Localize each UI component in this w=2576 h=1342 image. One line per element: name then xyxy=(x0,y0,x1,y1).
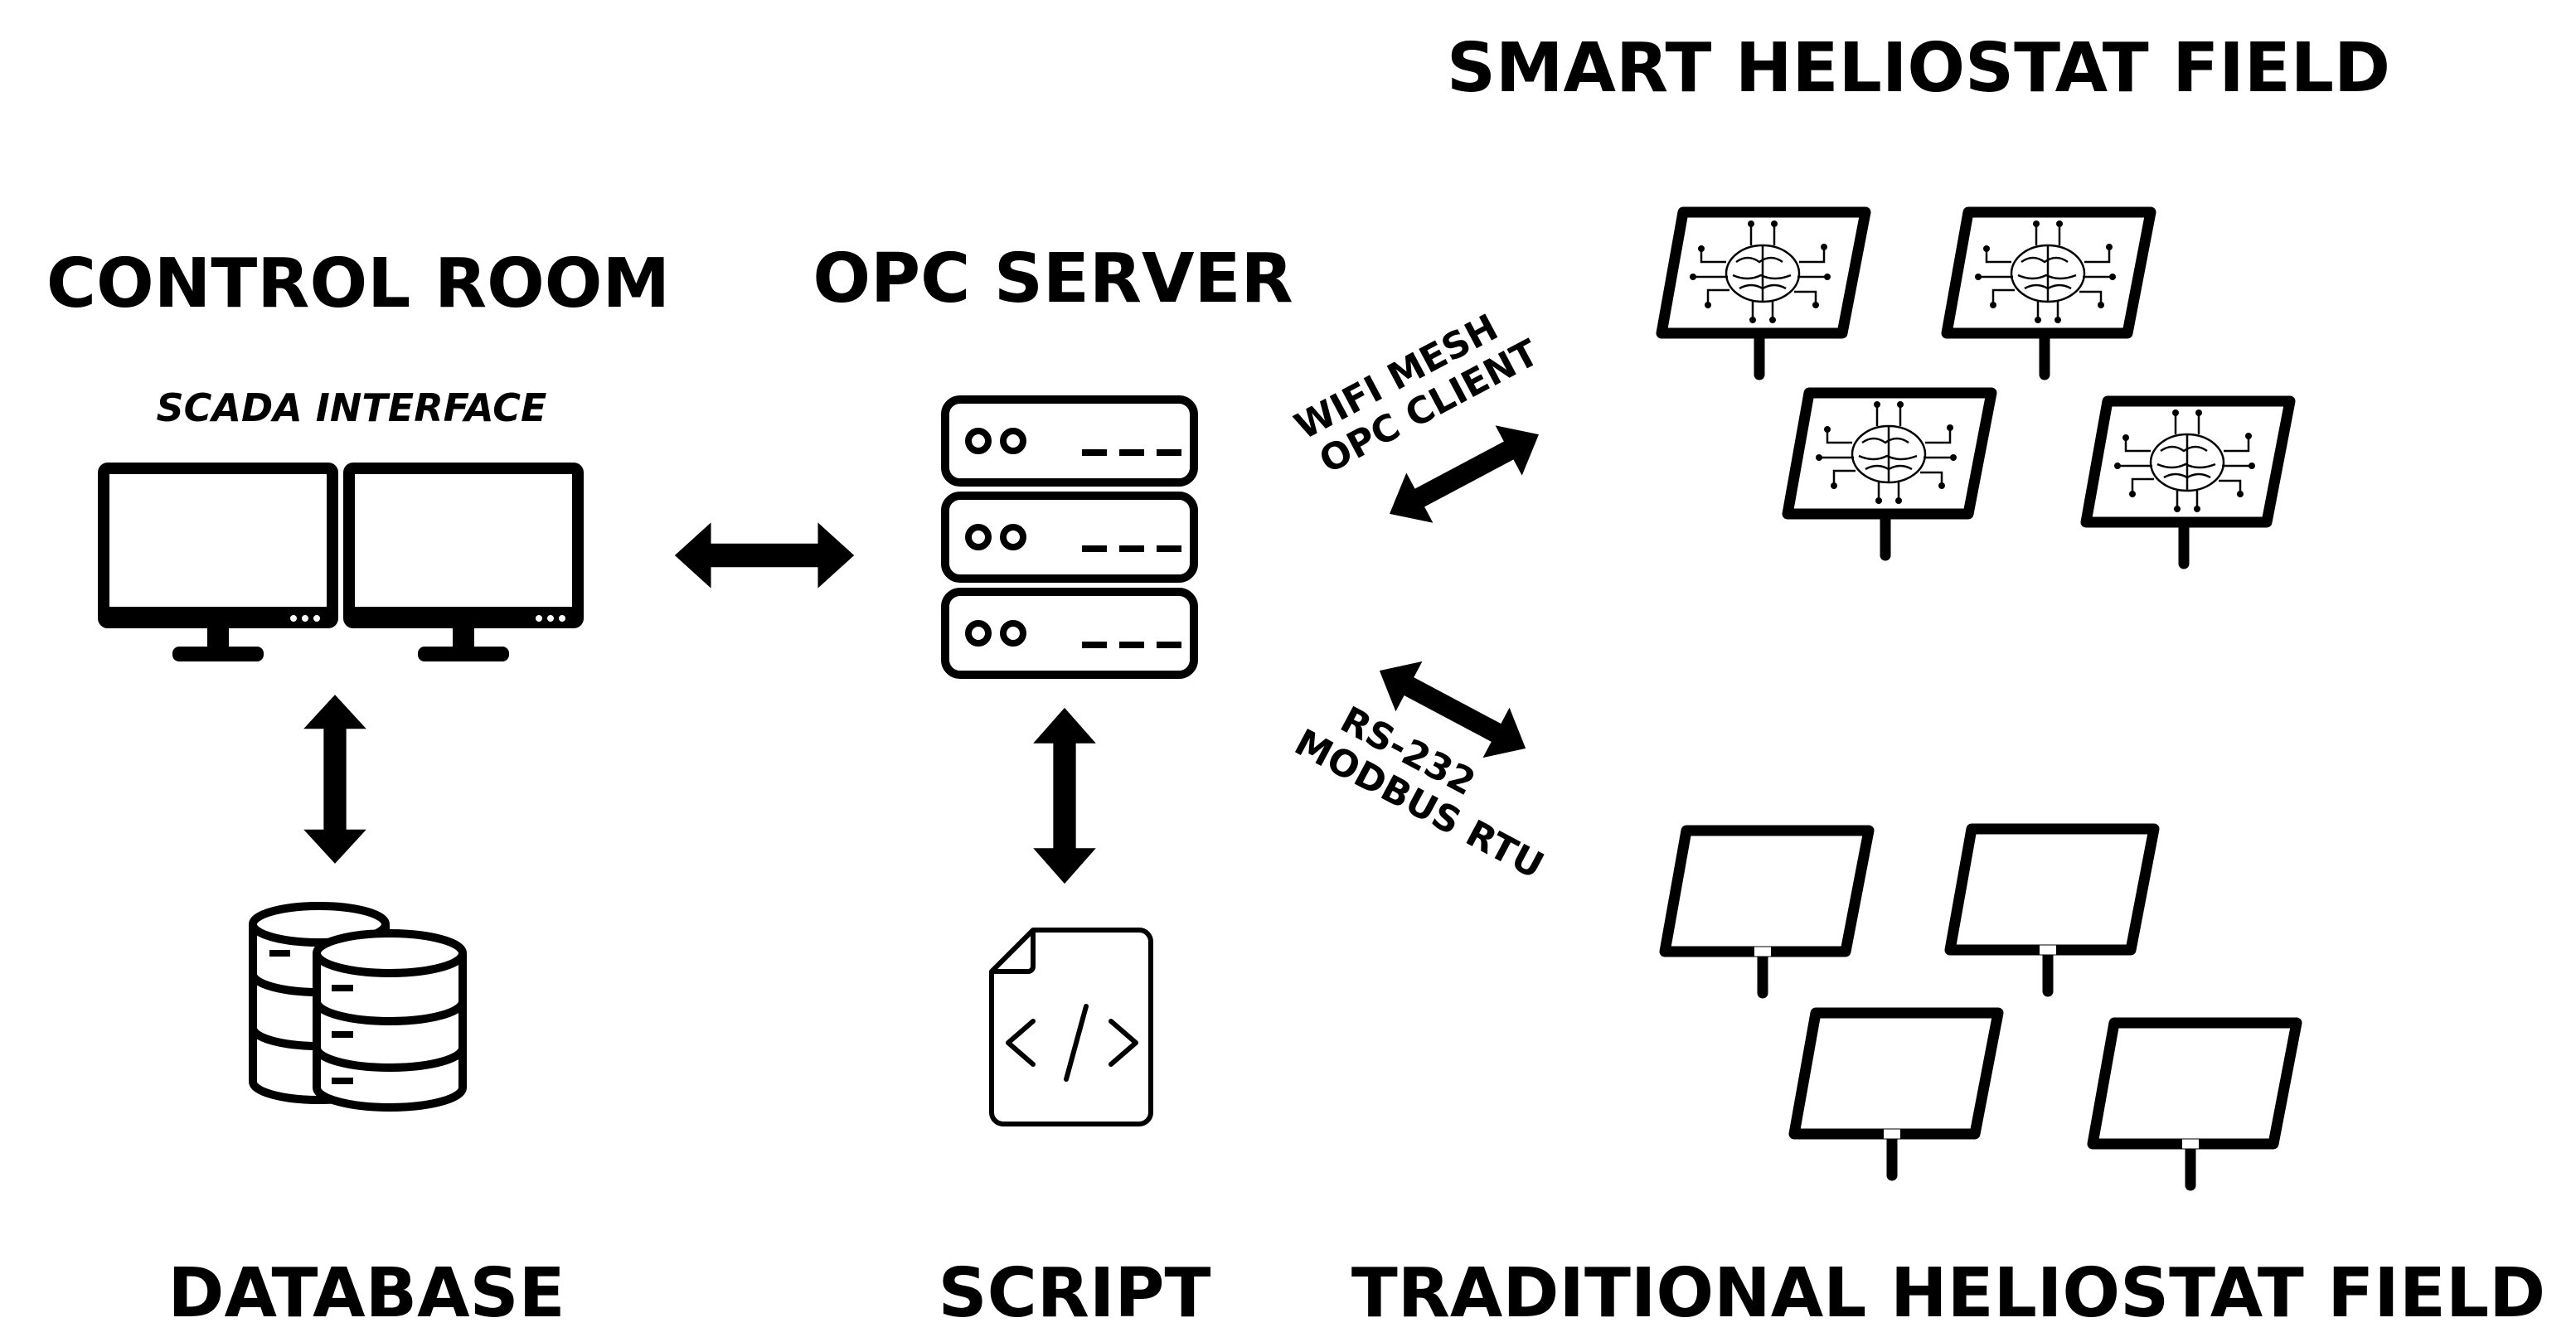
database-title: DATABASE xyxy=(167,1254,565,1333)
server-stack-icon xyxy=(945,400,1194,675)
heliostat-icon-1 xyxy=(1665,831,1869,993)
scada-monitors xyxy=(98,463,584,661)
scada-interface-label: SCADA INTERFACE xyxy=(157,385,547,430)
traditional-heliostat-field-title: TRADITIONAL HELIOSTAT FIELD xyxy=(1351,1254,2545,1333)
smart-heliostat-field xyxy=(1662,212,2290,564)
smart-heliostat-field-title: SMART HELIOSTAT FIELD xyxy=(1447,29,2390,108)
control-server-arrow xyxy=(674,522,855,589)
smart-heliostat-icon-2 xyxy=(1947,212,2151,375)
monitor-icon-left xyxy=(98,463,338,661)
monitor-icon-right xyxy=(343,463,584,661)
traditional-heliostat-field xyxy=(1665,829,2297,1185)
server-unit-3 xyxy=(945,592,1194,675)
opc-server-title: OPC SERVER xyxy=(813,240,1293,318)
heliostat-icon-2 xyxy=(1950,829,2154,991)
server-script-arrow xyxy=(1033,707,1096,884)
monitor-database-arrow xyxy=(303,695,366,864)
smart-heliostat-icon-4 xyxy=(2086,401,2290,564)
smart-heliostat-icon-3 xyxy=(1788,393,1991,555)
script-file-icon xyxy=(989,928,1153,1126)
heliostat-icon-3 xyxy=(1794,1013,1998,1175)
control-room-title: CONTROL ROOM xyxy=(46,245,670,323)
server-unit-1 xyxy=(945,400,1194,482)
heliostat-icon-4 xyxy=(2093,1023,2297,1185)
rs232-label: RS-232 MODBUS RTU xyxy=(1288,699,1550,888)
script-title: SCRIPT xyxy=(939,1254,1211,1333)
smart-heliostat-icon-1 xyxy=(1662,212,1865,375)
database-icon xyxy=(249,902,467,1112)
server-unit-2 xyxy=(945,496,1194,579)
